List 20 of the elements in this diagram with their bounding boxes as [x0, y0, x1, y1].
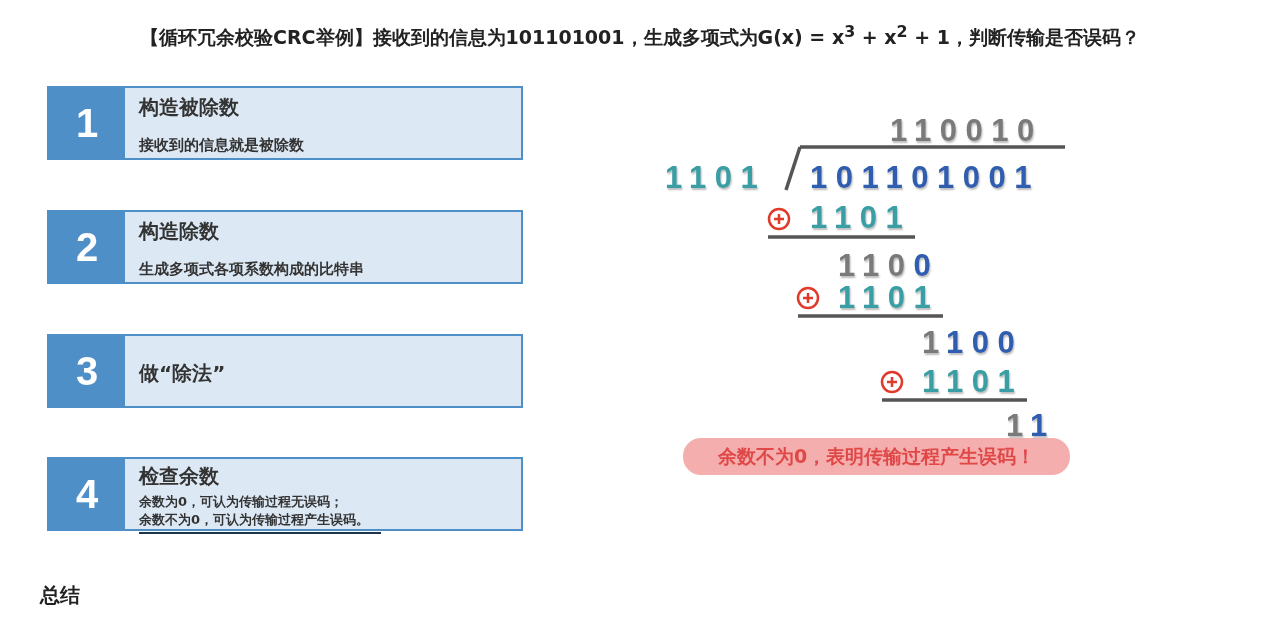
step-heading: 构造被除数	[139, 94, 239, 121]
step-card	[47, 210, 523, 284]
summary-label: 总结	[40, 582, 80, 609]
step-heading: 检查余数	[139, 463, 219, 490]
step-description: 余数为0，可认为传输过程无误码；	[139, 493, 344, 511]
step-description: 接收到的信息就是被除数	[139, 136, 304, 155]
step-card	[47, 457, 523, 531]
conclusion-text: 余数不为0，表明传输过程产生误码！	[717, 443, 1036, 469]
step-card	[47, 334, 523, 408]
step-card	[47, 86, 523, 160]
step-heading: 做“除法”	[139, 360, 226, 387]
step-number: 1	[49, 88, 125, 158]
slide-title: 【循环冗余校验CRC举例】接收到的信息为101101001，生成多项式为G(x) = x$^{3}$ + x$^{2}$ + 1，判断传输是否误码？	[139, 22, 1141, 51]
step-number: 2	[49, 212, 125, 282]
step-number: 4	[49, 459, 125, 529]
step-description: 余数不为0，可认为传输过程产生误码。	[139, 511, 370, 529]
conclusion-banner	[683, 438, 1070, 475]
step-heading: 构造除数	[139, 218, 219, 245]
step-description: 生成多项式各项系数构成的比特串	[139, 260, 364, 279]
step-number: 3	[49, 336, 125, 406]
